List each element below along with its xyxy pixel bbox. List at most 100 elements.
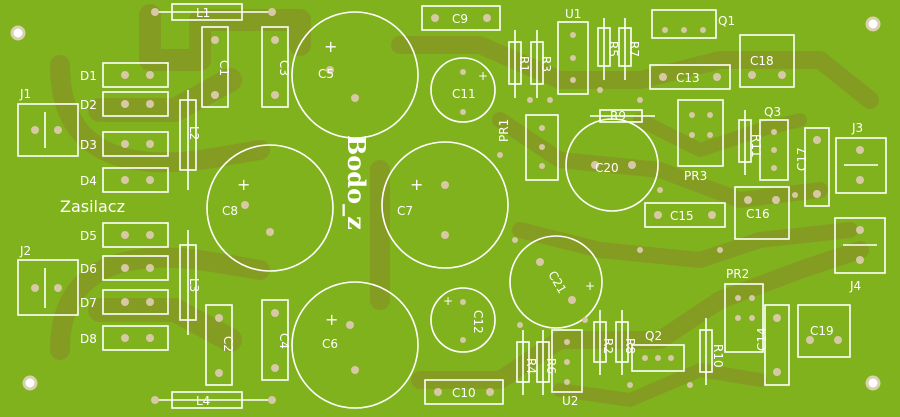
mounting-hole-bottom-right xyxy=(865,375,881,391)
resistor-R10: R10 xyxy=(699,318,725,385)
diode-D1: D1 xyxy=(80,62,169,88)
capacitor-C10: C10 xyxy=(424,379,504,405)
label-R5: R5 xyxy=(606,41,620,57)
mounting-hole-bottom-left xyxy=(22,375,38,391)
label-PR1: PR1 xyxy=(497,119,511,142)
inductor-L2: L2 xyxy=(179,90,201,190)
label-Q1: Q1 xyxy=(718,14,735,28)
label-R6: R6 xyxy=(544,358,558,374)
diode-D6: D6 xyxy=(80,255,169,281)
capacitor-C2: C2 xyxy=(205,304,235,386)
capacitor-C6: + C6 xyxy=(291,281,419,409)
trimmer-PR2: PR2 xyxy=(724,267,764,353)
label-C8: C8 xyxy=(222,204,238,218)
label-C5: C5 xyxy=(318,67,334,81)
connector-J3: J3 xyxy=(835,121,887,194)
label-C12: C12 xyxy=(471,310,485,334)
label-C3: C3 xyxy=(277,60,291,76)
capacitor-C11: + C11 xyxy=(430,57,496,123)
label-R3: R3 xyxy=(539,56,553,72)
capacitor-C18: C18 xyxy=(739,34,795,88)
inductor-L1: L1 xyxy=(151,3,276,21)
label-J3: J3 xyxy=(851,121,863,135)
board-title: Bodo_z xyxy=(342,135,371,230)
diode-D5: D5 xyxy=(80,222,169,248)
label-PR3: PR3 xyxy=(684,169,707,183)
capacitor-C13: C13 xyxy=(649,64,731,90)
connector-J2: J2 xyxy=(17,244,79,316)
capacitor-C20: C20 xyxy=(565,118,659,212)
label-J2: J2 xyxy=(19,244,31,258)
label-C9: C9 xyxy=(452,12,468,26)
connector-J1: J1 xyxy=(17,87,79,157)
label-C7: C7 xyxy=(397,204,413,218)
plus-mark: + xyxy=(585,279,595,293)
label-R10: R10 xyxy=(711,344,725,368)
resistor-R1: R1 xyxy=(508,30,531,98)
transistor-Q2: Q2 xyxy=(631,329,685,372)
plus-mark: + xyxy=(237,175,250,194)
mounting-holes xyxy=(10,16,881,391)
capacitor-C21: + C21 xyxy=(509,235,603,329)
regulator-U1: U1 xyxy=(557,7,589,95)
capacitor-C5: + C5 xyxy=(291,11,419,139)
label-D2: D2 xyxy=(80,98,97,112)
label-C1: C1 xyxy=(217,60,231,76)
label-D7: D7 xyxy=(80,296,97,310)
label-J4: J4 xyxy=(849,279,861,293)
mounting-hole-top-left xyxy=(10,25,26,41)
capacitor-C17: C17 xyxy=(795,127,830,207)
label-C15: C15 xyxy=(670,209,694,223)
label-Q3: Q3 xyxy=(764,105,781,119)
resistor-R7: R7 xyxy=(618,18,641,80)
label-C6: C6 xyxy=(322,337,338,351)
capacitor-C9: C9 xyxy=(421,5,501,31)
label-C21: C21 xyxy=(545,268,569,295)
label-C19: C19 xyxy=(810,324,834,338)
resistor-R6: R6 xyxy=(536,330,558,395)
label-C13: C13 xyxy=(676,71,700,85)
trimmer-PR3: PR3 xyxy=(677,99,724,183)
label-C11: C11 xyxy=(452,87,476,101)
inductor-L3: L3 xyxy=(179,230,201,335)
vias xyxy=(497,87,798,388)
label-C2: C2 xyxy=(221,336,235,352)
capacitor-C16: C16 xyxy=(734,186,790,240)
label-D3: D3 xyxy=(80,138,97,152)
diode-D4: D4 xyxy=(80,167,169,193)
label-C14: C14 xyxy=(755,327,769,351)
label-L3: L3 xyxy=(187,278,201,292)
label-D8: D8 xyxy=(80,332,97,346)
resistor-R8: R8 xyxy=(615,310,637,375)
label-R8: R8 xyxy=(623,338,637,354)
connector-J4: J4 xyxy=(834,217,886,293)
capacitor-C4: C4 xyxy=(261,299,291,381)
label-C20: C20 xyxy=(595,161,619,175)
label-C4: C4 xyxy=(277,333,291,349)
label-U2: U2 xyxy=(562,394,578,408)
plus-mark: + xyxy=(324,37,337,56)
label-C18: C18 xyxy=(750,54,774,68)
label-R1: R1 xyxy=(517,56,531,72)
transistor-Q3: Q3 xyxy=(759,105,789,181)
capacitor-C7: + C7 xyxy=(381,141,509,269)
trimmer-PR1: PR1 xyxy=(497,114,559,181)
label-D5: D5 xyxy=(80,229,97,243)
diodes: D1 D2 D3 D4 D5 D6 D7 xyxy=(80,62,169,351)
diode-D3: D3 xyxy=(80,131,169,157)
capacitor-C15: C15 xyxy=(644,202,726,228)
plus-mark: + xyxy=(325,310,338,329)
label-R4: R4 xyxy=(524,358,538,374)
diode-D2: D2 xyxy=(80,91,169,117)
plus-mark: + xyxy=(410,175,423,194)
label-D1: D1 xyxy=(80,69,97,83)
capacitor-C19: C19 xyxy=(797,304,851,358)
resistor-R5: R5 xyxy=(597,18,620,80)
section-label: Zasilacz xyxy=(60,197,125,216)
label-C10: C10 xyxy=(452,386,476,400)
capacitor-C14: C14 xyxy=(755,304,790,386)
plus-mark: + xyxy=(443,294,453,308)
label-D6: D6 xyxy=(80,262,97,276)
diode-D7: D7 xyxy=(80,289,169,315)
